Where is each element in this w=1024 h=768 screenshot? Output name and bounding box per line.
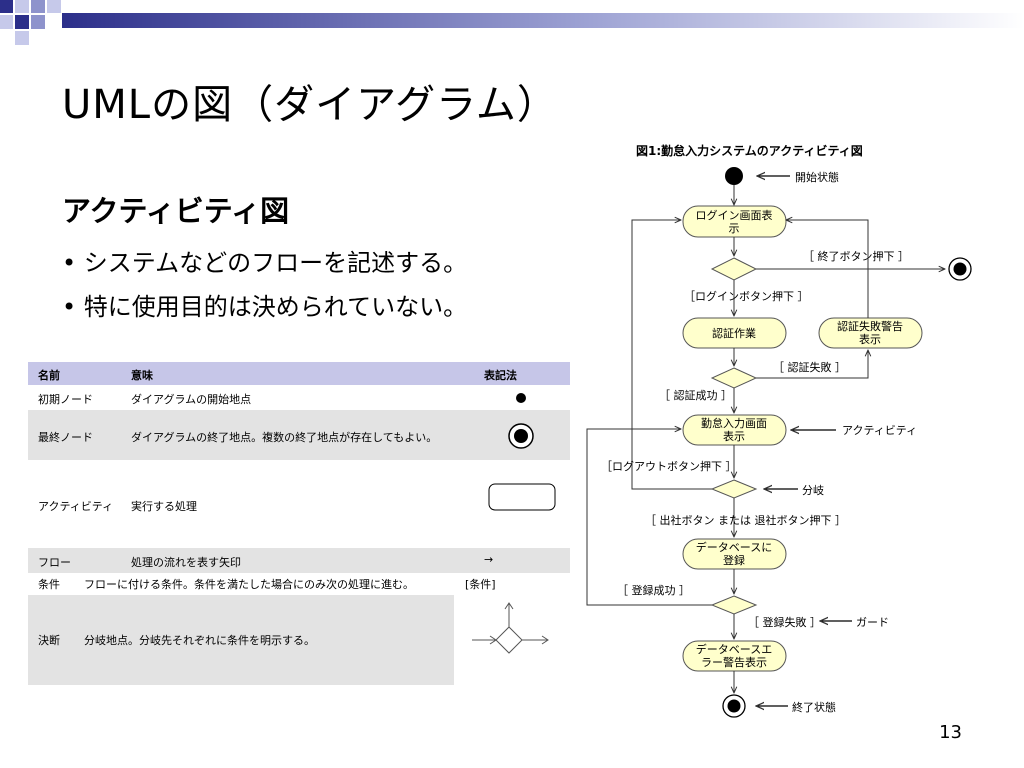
guard-login: ［ログインボタン押下 ］ (684, 289, 809, 303)
table-row: 決断 分岐地点。分岐先それぞれに条件を明示する。 (28, 595, 564, 685)
row-name: 条件 (38, 578, 60, 591)
row-name: 初期ノード (38, 393, 93, 406)
decision-notation-icon (454, 595, 564, 685)
activity-label: データベースエ (696, 642, 772, 656)
activity-diagram: 図1:勤怠入力システムのアクティビティ図 開始状態 ログイン画面表 示 ［ 終了… (586, 143, 972, 718)
activity-label: 認証作業 (712, 326, 756, 340)
diagram-caption: 図1:勤怠入力システムのアクティビティ図 (636, 143, 863, 158)
row-name: 決断 (38, 634, 60, 647)
header-name: 名前 (38, 369, 60, 382)
table-row: アクティビティ 実行する処理 (28, 460, 570, 548)
guard-auth-fail: ［ 認証失敗 ］ (773, 360, 846, 374)
decision-node (710, 479, 758, 499)
guard-register-fail: ［ 登録失敗 ］ (748, 615, 821, 629)
header-decoration (0, 0, 1024, 45)
row-meaning: 実行する処理 (131, 500, 197, 513)
flow-arrow-notation: → (484, 553, 494, 566)
table-row: 最終ノード ダイアグラムの終了地点。複数の終了地点が存在してもよい。 (28, 410, 570, 460)
label-branch: 分岐 (802, 484, 824, 497)
final-node-icon (508, 423, 534, 449)
decision-node (710, 257, 758, 281)
label-start-state: 開始状態 (795, 170, 839, 184)
table-row: 初期ノード ダイアグラムの開始地点 (28, 385, 570, 410)
activity-label: 登録 (723, 553, 745, 567)
decision-node (710, 595, 758, 615)
label-activity: アクティビティ (842, 424, 917, 437)
bullet-text: システムなどのフローを記述する。 (83, 249, 468, 277)
label-guard: ガード (856, 616, 889, 629)
activity-auth-fail-warning (818, 317, 923, 349)
guard-notation: [条件] (465, 578, 496, 591)
activity-label: ログイン画面表 (696, 208, 773, 222)
guard-register-success: ［ 登録成功 ］ (617, 583, 690, 597)
table-header: 名前 意味 表記法 (28, 362, 570, 385)
activity-label: 示 (729, 222, 740, 235)
initial-node-icon (516, 393, 526, 403)
page-number: 13 (939, 722, 962, 743)
guard-exit: ［ 終了ボタン押下 ］ (803, 249, 909, 263)
activity-label: ラー警告表示 (701, 655, 767, 669)
guard-logout: ［ログアウトボタン押下 ］ (601, 459, 737, 473)
guard-in-out: ［ 出社ボタン または 退社ボタン押下 ］ (645, 513, 846, 527)
header-notation: 表記法 (484, 369, 517, 382)
row-meaning: ダイアグラムの開始地点 (131, 393, 252, 406)
row-meaning: フローに付ける条件。条件を満たした場合にのみ次の処理に進む。 (84, 578, 414, 591)
start-node (725, 167, 743, 185)
slide-subtitle: アクティビティ図 (62, 194, 290, 228)
row-meaning: 処理の流れを表す矢印 (131, 556, 241, 569)
row-meaning: ダイアグラムの終了地点。複数の終了地点が存在してもよい。 (131, 431, 438, 444)
row-name: 最終ノード (38, 431, 93, 444)
slide-title: UMLの図（ダイアグラム） (62, 82, 558, 128)
activity-label: 表示 (723, 429, 745, 443)
table-row: 条件 フローに付ける条件。条件を満たした場合にのみ次の処理に進む。 [条件] (28, 573, 570, 595)
bullet-text: 特に使用目的は決められていない。 (83, 293, 468, 321)
activity-label: 認証失敗警告 (837, 319, 903, 333)
decision-node (710, 367, 758, 389)
bullet-item: • システムなどのフローを記述する。 (62, 249, 468, 277)
row-name: アクティビティ (38, 500, 114, 513)
row-meaning: 分岐地点。分岐先それぞれに条件を明示する。 (84, 634, 315, 647)
activity-label: データベースに (696, 540, 772, 554)
guard-auth-success: ［ 認証成功 ］ (659, 388, 732, 402)
label-end-state: 終了状態 (792, 700, 836, 714)
header-meaning: 意味 (131, 369, 153, 382)
activity-label: 勤怠入力画面 (701, 416, 767, 430)
row-name: フロー (38, 556, 71, 569)
bullet-item: • 特に使用目的は決められていない。 (62, 293, 468, 321)
table-row: フロー 処理の流れを表す矢印 → (28, 548, 570, 573)
activity-shape-icon (488, 483, 556, 511)
activity-label: 表示 (859, 332, 881, 346)
